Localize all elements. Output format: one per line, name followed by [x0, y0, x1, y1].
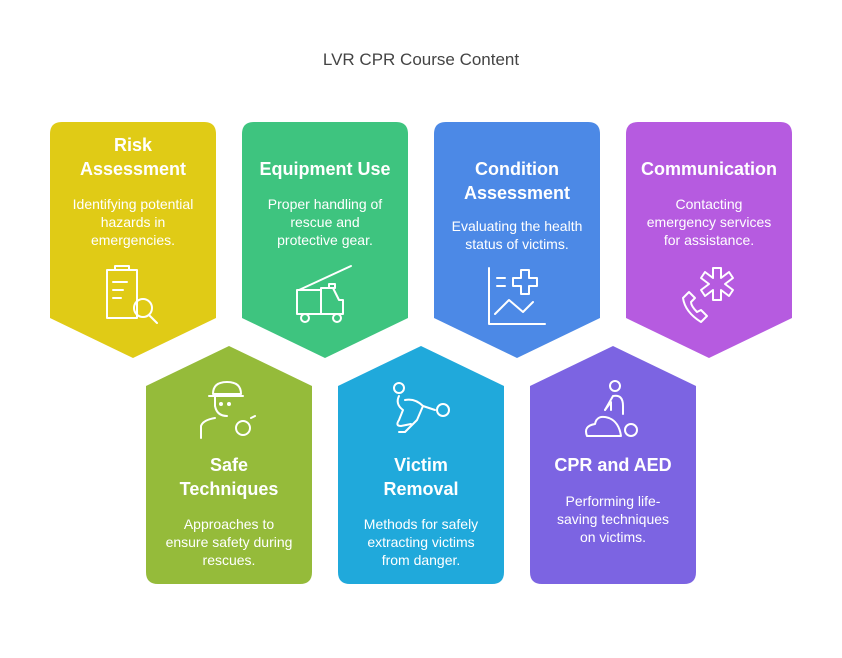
cpr-icon [585, 380, 638, 437]
victim-carry-icon [393, 382, 450, 433]
card-title: Communication [640, 159, 777, 179]
health-chart-icon [488, 267, 546, 325]
card-shape [242, 122, 408, 358]
card-shape [146, 346, 312, 584]
card-shape [626, 122, 792, 358]
card-shape [530, 346, 696, 584]
card-title: CPR and AED [554, 455, 672, 475]
card-shape [50, 122, 216, 358]
card-shape [338, 346, 504, 584]
rescuer-whistle-icon [200, 381, 256, 439]
fire-truck-icon [296, 265, 352, 323]
card-cpr-and-aed: CPR and AED Performing life-saving techn… [530, 346, 696, 584]
card-title: Equipment Use [259, 159, 391, 179]
clipboard-search-icon [106, 265, 158, 324]
emergency-phone-icon [682, 267, 734, 323]
card-shape [434, 122, 600, 358]
diagram-title: LVR CPR Course Content [322, 50, 520, 69]
